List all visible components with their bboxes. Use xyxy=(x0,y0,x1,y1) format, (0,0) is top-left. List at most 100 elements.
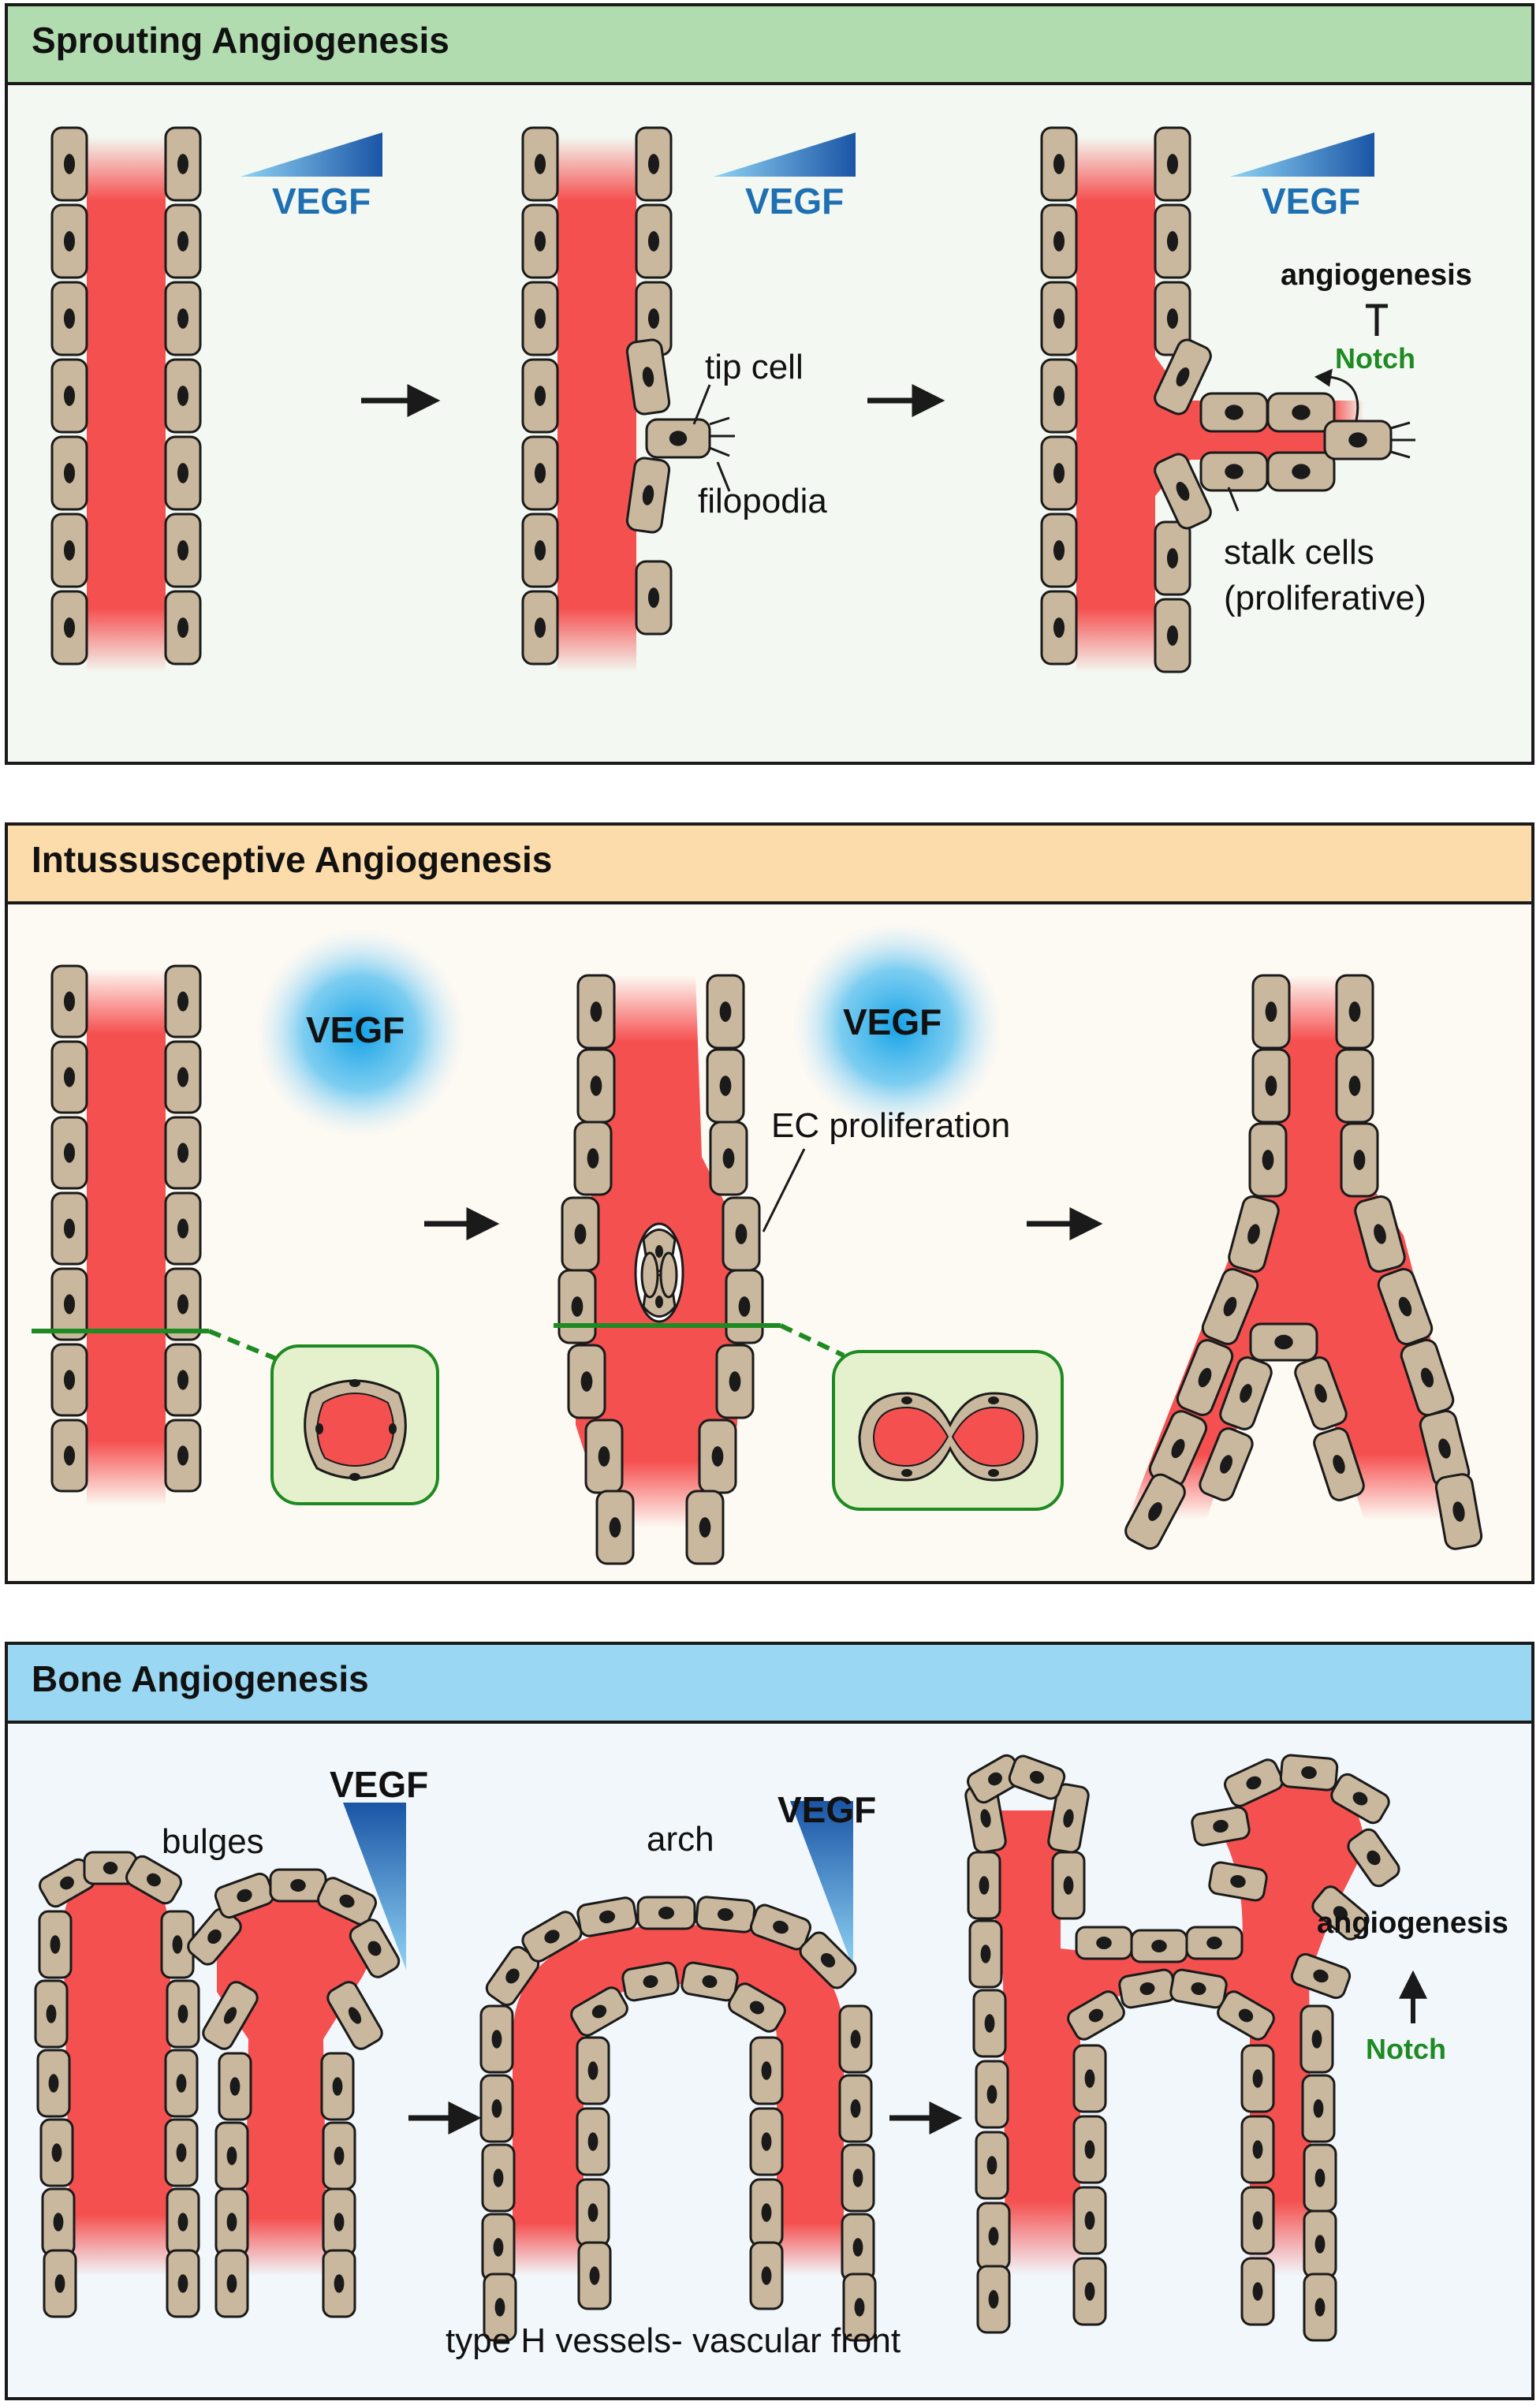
cell-nucleus xyxy=(1452,1501,1465,1522)
cell-nucleus xyxy=(598,1910,616,1924)
cell-nucleus xyxy=(63,1143,76,1163)
cell-nucleus xyxy=(598,1446,610,1467)
cell-nucleus xyxy=(48,2074,59,2093)
endothelial-cell xyxy=(164,964,202,1038)
intussusceptive-illustration xyxy=(32,923,1483,1565)
angiogenesis-label: angiogenesis xyxy=(1281,259,1472,292)
endothelial-cell xyxy=(50,435,88,511)
cell-nucleus xyxy=(534,308,546,329)
cross-section-1 xyxy=(270,1344,439,1505)
endothelial-cell xyxy=(1251,974,1291,1050)
endothelial-cell xyxy=(218,2052,252,2121)
cell-nucleus xyxy=(1171,1438,1185,1459)
cell-nucleus xyxy=(587,2203,598,2222)
cell-nucleus xyxy=(177,386,189,406)
cell-nucleus xyxy=(207,1929,222,1945)
cell-nucleus xyxy=(587,2061,598,2080)
endothelial-cell xyxy=(567,1344,606,1419)
endothelial-cell xyxy=(976,2265,1011,2334)
bone-title: Bone Angiogenesis xyxy=(32,1658,369,1699)
endothelial-cell xyxy=(1072,2186,1107,2255)
cell-nucleus xyxy=(1398,1296,1412,1317)
cell-nucleus xyxy=(735,1224,748,1244)
cell-nucleus xyxy=(534,617,546,638)
endothelial-cell xyxy=(1154,281,1191,356)
endothelial-cell xyxy=(695,1896,756,1933)
endothelial-cell xyxy=(841,2213,875,2282)
endothelial-cell xyxy=(50,1267,88,1341)
cell-nucleus xyxy=(854,2298,865,2317)
endothelial-cell xyxy=(1251,1048,1291,1124)
cell-nucleus xyxy=(176,2074,187,2093)
endothelial-cell xyxy=(521,513,559,588)
cell-nucleus xyxy=(534,231,546,252)
cell-nucleus xyxy=(1053,386,1065,406)
cell-nucleus xyxy=(984,2014,995,2033)
cell-nucleus xyxy=(1333,1906,1348,1920)
endothelial-cell xyxy=(214,2187,249,2257)
endothelial-cell xyxy=(1240,2044,1275,2113)
cell-nucleus xyxy=(761,2266,772,2285)
endothelial-cell xyxy=(573,1120,613,1196)
endothelial-cell xyxy=(50,281,88,356)
cell-nucleus xyxy=(63,540,76,561)
endothelial-cell xyxy=(595,1490,635,1565)
cell-nucleus xyxy=(177,1294,189,1314)
endothelial-cell xyxy=(972,1989,1007,2058)
endothelial-cell xyxy=(326,1981,383,2050)
footer-caption: type H vessels- vascular front xyxy=(446,2321,901,2360)
endothelial-cell xyxy=(50,1116,88,1190)
cell-nucleus xyxy=(1029,1770,1045,1784)
cell-nucleus xyxy=(177,231,189,252)
endothelial-cell xyxy=(1176,1339,1234,1416)
endothelial-cell xyxy=(164,203,202,279)
endothelial-cell xyxy=(34,1979,69,2049)
cell-nucleus xyxy=(1265,1001,1277,1022)
cell-nucleus xyxy=(493,2168,504,2187)
endothelial-cell xyxy=(481,2213,516,2282)
endothelial-cell xyxy=(709,1120,748,1196)
cell-nucleus xyxy=(699,1517,711,1538)
vessel-1-lumen xyxy=(87,136,166,673)
endothelial-cell xyxy=(479,2004,514,2074)
endothelial-cell xyxy=(164,281,202,356)
endothelial-cell xyxy=(576,974,616,1050)
intussusceptive-title: Intussusceptive Angiogenesis xyxy=(32,839,553,880)
endothelial-cell xyxy=(50,358,88,434)
cell-nucleus xyxy=(587,2132,598,2151)
endothelial-cell xyxy=(1377,1268,1434,1345)
vegf-label-3: VEGF xyxy=(1262,181,1361,222)
endothelial-cell xyxy=(975,2060,1009,2129)
endothelial-cell xyxy=(1330,1773,1390,1825)
cell-nucleus xyxy=(1084,2211,1095,2230)
cell-nucleus xyxy=(177,154,189,174)
endothelial-cell xyxy=(1154,203,1191,279)
cell-nucleus xyxy=(1053,154,1065,174)
cell-nucleus xyxy=(1213,1819,1229,1833)
cell-nucleus xyxy=(1225,464,1244,479)
endothelial-cell xyxy=(41,2187,76,2257)
endothelial-cell xyxy=(576,2107,610,2176)
cell-nucleus xyxy=(226,2213,237,2232)
endothelial-cell xyxy=(1311,1885,1370,1941)
endothelial-cell xyxy=(838,2004,873,2074)
cell-nucleus xyxy=(1063,1809,1074,1828)
endothelial-cell xyxy=(50,126,88,202)
cell-nucleus xyxy=(1176,367,1190,387)
endothelial-cell xyxy=(50,1419,88,1493)
endothelial-cell xyxy=(1199,451,1269,492)
endothelial-cell xyxy=(214,1872,275,1919)
endothelial-cell xyxy=(164,2118,199,2187)
vegf-label-1: VEGF xyxy=(330,1764,429,1805)
endothelial-cell xyxy=(1191,1806,1251,1847)
cell-nucleus xyxy=(719,1076,732,1096)
endothelial-cell xyxy=(725,1269,764,1344)
endothelial-cell xyxy=(1130,1929,1188,1963)
endothelial-cells xyxy=(34,1754,1400,2342)
vegf-label-1: VEGF xyxy=(272,181,371,222)
cell-nucleus xyxy=(1265,1076,1277,1096)
cell-nucleus xyxy=(1252,2211,1263,2230)
cell-nucleus xyxy=(1374,1224,1386,1244)
cell-nucleus xyxy=(1166,308,1179,329)
vegf-glow-2 xyxy=(793,923,1001,1131)
